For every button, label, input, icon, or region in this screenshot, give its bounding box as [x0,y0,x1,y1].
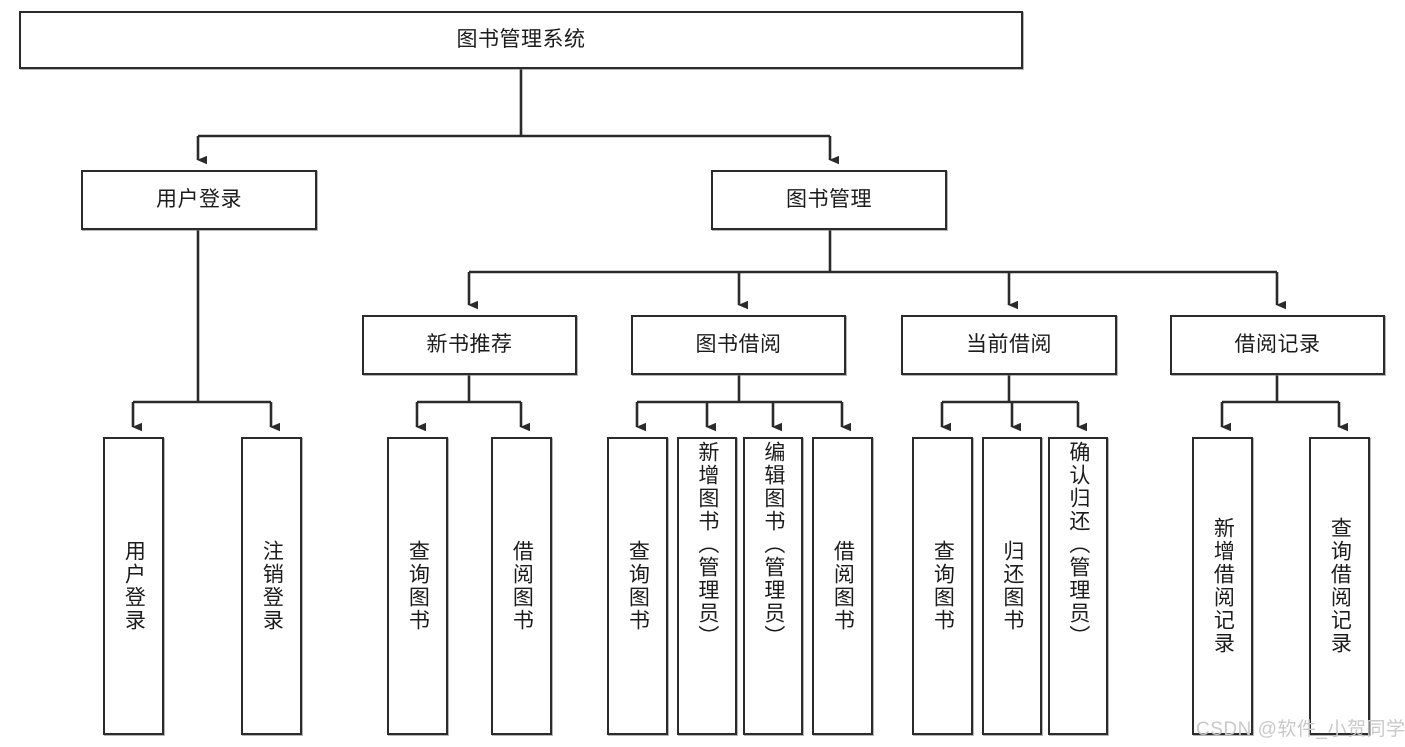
leaf-borrow-book[interactable]: 借阅图书 [812,437,873,735]
leaf-add-borrow-record[interactable]: 新增借阅记录 [1192,437,1253,735]
node-label: 确认归还（管理员） [1066,441,1090,648]
node-label: 查询图书 [406,540,430,632]
node-label: 新增借阅记录 [1211,517,1235,655]
node-borrow-record[interactable]: 借阅记录 [1170,315,1385,375]
node-root-system[interactable]: 图书管理系统 [19,11,1023,69]
node-label: 图书管理系统 [456,28,586,52]
node-label: 查询图书 [626,540,650,632]
node-label: 用户登录 [156,188,242,212]
node-current-borrow[interactable]: 当前借阅 [901,315,1117,375]
leaf-add-book-admin[interactable]: 新增图书（管理员） [677,437,737,735]
leaf-confirm-return-admin[interactable]: 确认归还（管理员） [1048,437,1108,735]
node-label: 借阅图书 [510,540,534,632]
leaf-logout[interactable]: 注销登录 [241,437,302,735]
leaf-query-book-current[interactable]: 查询图书 [912,437,973,735]
csdn-watermark: CSDN @软件_小贺同学 [1196,719,1405,740]
node-label: 图书管理 [786,188,872,212]
node-label: 用户登录 [122,540,146,632]
node-user-login[interactable]: 用户登录 [81,170,317,230]
leaf-query-book-newbook[interactable]: 查询图书 [387,437,448,735]
leaf-query-book-borrow[interactable]: 查询图书 [607,437,668,735]
node-new-book-recommend[interactable]: 新书推荐 [362,315,577,375]
node-label: 归还图书 [1000,540,1024,632]
leaf-borrow-book-newbook[interactable]: 借阅图书 [491,437,552,735]
node-label: 借阅记录 [1234,333,1321,357]
node-label: 查询借阅记录 [1328,517,1352,655]
leaf-return-book[interactable]: 归还图书 [982,437,1042,735]
node-label: 新书推荐 [426,333,513,357]
node-label: 借阅图书 [831,540,855,632]
node-book-borrow[interactable]: 图书借阅 [631,315,846,375]
leaf-query-borrow-record[interactable]: 查询借阅记录 [1309,437,1370,735]
leaf-user-login[interactable]: 用户登录 [103,437,164,735]
node-label: 图书借阅 [695,333,782,357]
leaf-edit-book-admin[interactable]: 编辑图书（管理员） [743,437,803,735]
node-label: 注销登录 [260,540,284,632]
node-label: 新增图书（管理员） [695,441,719,648]
node-label: 编辑图书（管理员） [761,441,785,648]
node-book-management[interactable]: 图书管理 [711,170,947,230]
node-label: 当前借阅 [966,333,1052,357]
node-label: 查询图书 [931,540,955,632]
